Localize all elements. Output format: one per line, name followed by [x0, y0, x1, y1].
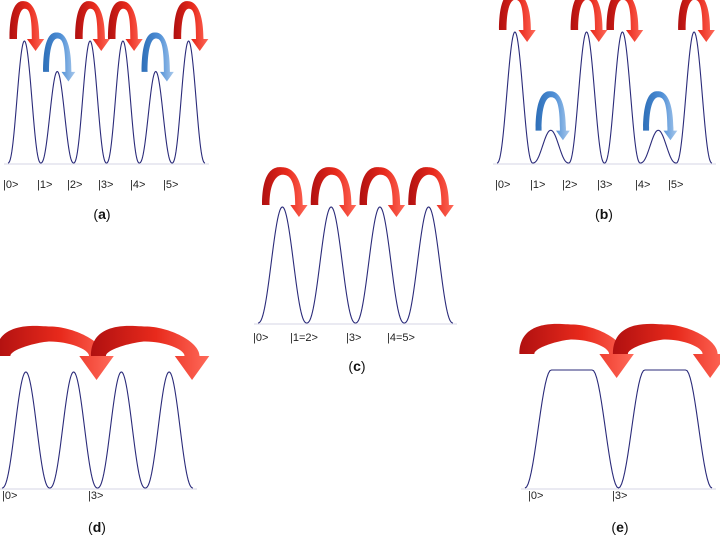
red-arrow	[9, 1, 45, 51]
red-arrow	[678, 0, 715, 42]
blue-arrow	[535, 91, 570, 141]
panel-d-potential-curve	[1, 371, 194, 489]
panel-a: |0> |1> |2> |3> |4> |5> (a)	[3, 1, 209, 222]
state-label: |0>	[253, 332, 268, 344]
state-label: |1=2>	[290, 332, 318, 344]
state-label: |4>	[130, 179, 145, 191]
blue-arrow	[643, 91, 678, 141]
state-label: |5>	[163, 179, 178, 191]
panel-a-state-labels: |0> |1> |2> |3> |4> |5>	[3, 179, 178, 191]
blue-arrow	[141, 32, 174, 82]
caption-letter: b	[600, 206, 609, 222]
red-arrow	[90, 325, 210, 380]
red-arrow	[408, 167, 454, 217]
blue-arrow	[43, 32, 76, 82]
state-label: |0>	[2, 490, 17, 502]
panel-e-state-labels: |0> |3>	[528, 490, 627, 502]
panel-d-state-labels: |0> |3>	[2, 490, 103, 502]
red-arrow	[0, 325, 114, 380]
state-label: |0>	[528, 490, 543, 502]
panel-a-caption: (a)	[93, 206, 110, 222]
panel-e-caption: (e)	[611, 519, 628, 535]
red-arrow	[173, 1, 209, 51]
red-arrow	[612, 323, 720, 378]
panel-d: |0> |3> (d)	[0, 325, 210, 535]
panel-a-potential-curve	[7, 40, 206, 164]
red-arrow	[359, 167, 406, 217]
panel-d-caption: (d)	[88, 519, 106, 535]
state-label: |3>	[346, 332, 361, 344]
panel-e-hops	[519, 323, 720, 378]
state-label: |3>	[612, 490, 627, 502]
panel-a-hops	[9, 1, 209, 82]
red-arrow	[108, 1, 143, 51]
panel-c-potential-curve	[257, 206, 454, 324]
red-arrow	[75, 1, 110, 51]
panel-c-state-labels: |0> |1=2> |3> |4=5>	[253, 332, 415, 344]
panel-e-potential-curve	[524, 369, 713, 489]
panel-c: |0> |1=2> |3> |4=5> (c)	[253, 167, 457, 374]
state-label: |1>	[37, 179, 52, 191]
caption-letter: e	[616, 519, 624, 535]
panel-b: |0> |1> |2> |3> |4> |5> (b)	[493, 0, 716, 222]
caption-letter: d	[93, 519, 102, 535]
state-label: |3>	[98, 179, 113, 191]
panel-e: |0> |3> (e)	[519, 323, 720, 535]
caption-letter: a	[98, 206, 106, 222]
state-label: |2>	[562, 179, 577, 191]
state-label: |3>	[88, 490, 103, 502]
red-arrow	[262, 167, 308, 217]
state-label: |1>	[530, 179, 545, 191]
state-label: |5>	[668, 179, 683, 191]
red-arrow	[310, 167, 357, 217]
panel-b-caption: (b)	[595, 206, 613, 222]
state-label: |2>	[67, 179, 82, 191]
state-label: |3>	[597, 179, 612, 191]
panel-b-potential-curve	[496, 31, 713, 164]
red-arrow	[606, 0, 644, 42]
panel-b-state-labels: |0> |1> |2> |3> |4> |5>	[495, 179, 683, 191]
panel-d-hops	[0, 325, 210, 380]
state-label: |4=5>	[387, 332, 415, 344]
panel-c-hops	[262, 167, 454, 217]
state-label: |0>	[495, 179, 510, 191]
panel-b-hops	[498, 0, 715, 141]
state-label: |0>	[3, 179, 18, 191]
red-arrow	[498, 0, 536, 42]
panel-c-caption: (c)	[348, 358, 365, 374]
state-label: |4>	[635, 179, 650, 191]
caption-letter: c	[353, 358, 361, 374]
red-arrow	[570, 0, 608, 42]
red-arrow	[519, 323, 634, 378]
